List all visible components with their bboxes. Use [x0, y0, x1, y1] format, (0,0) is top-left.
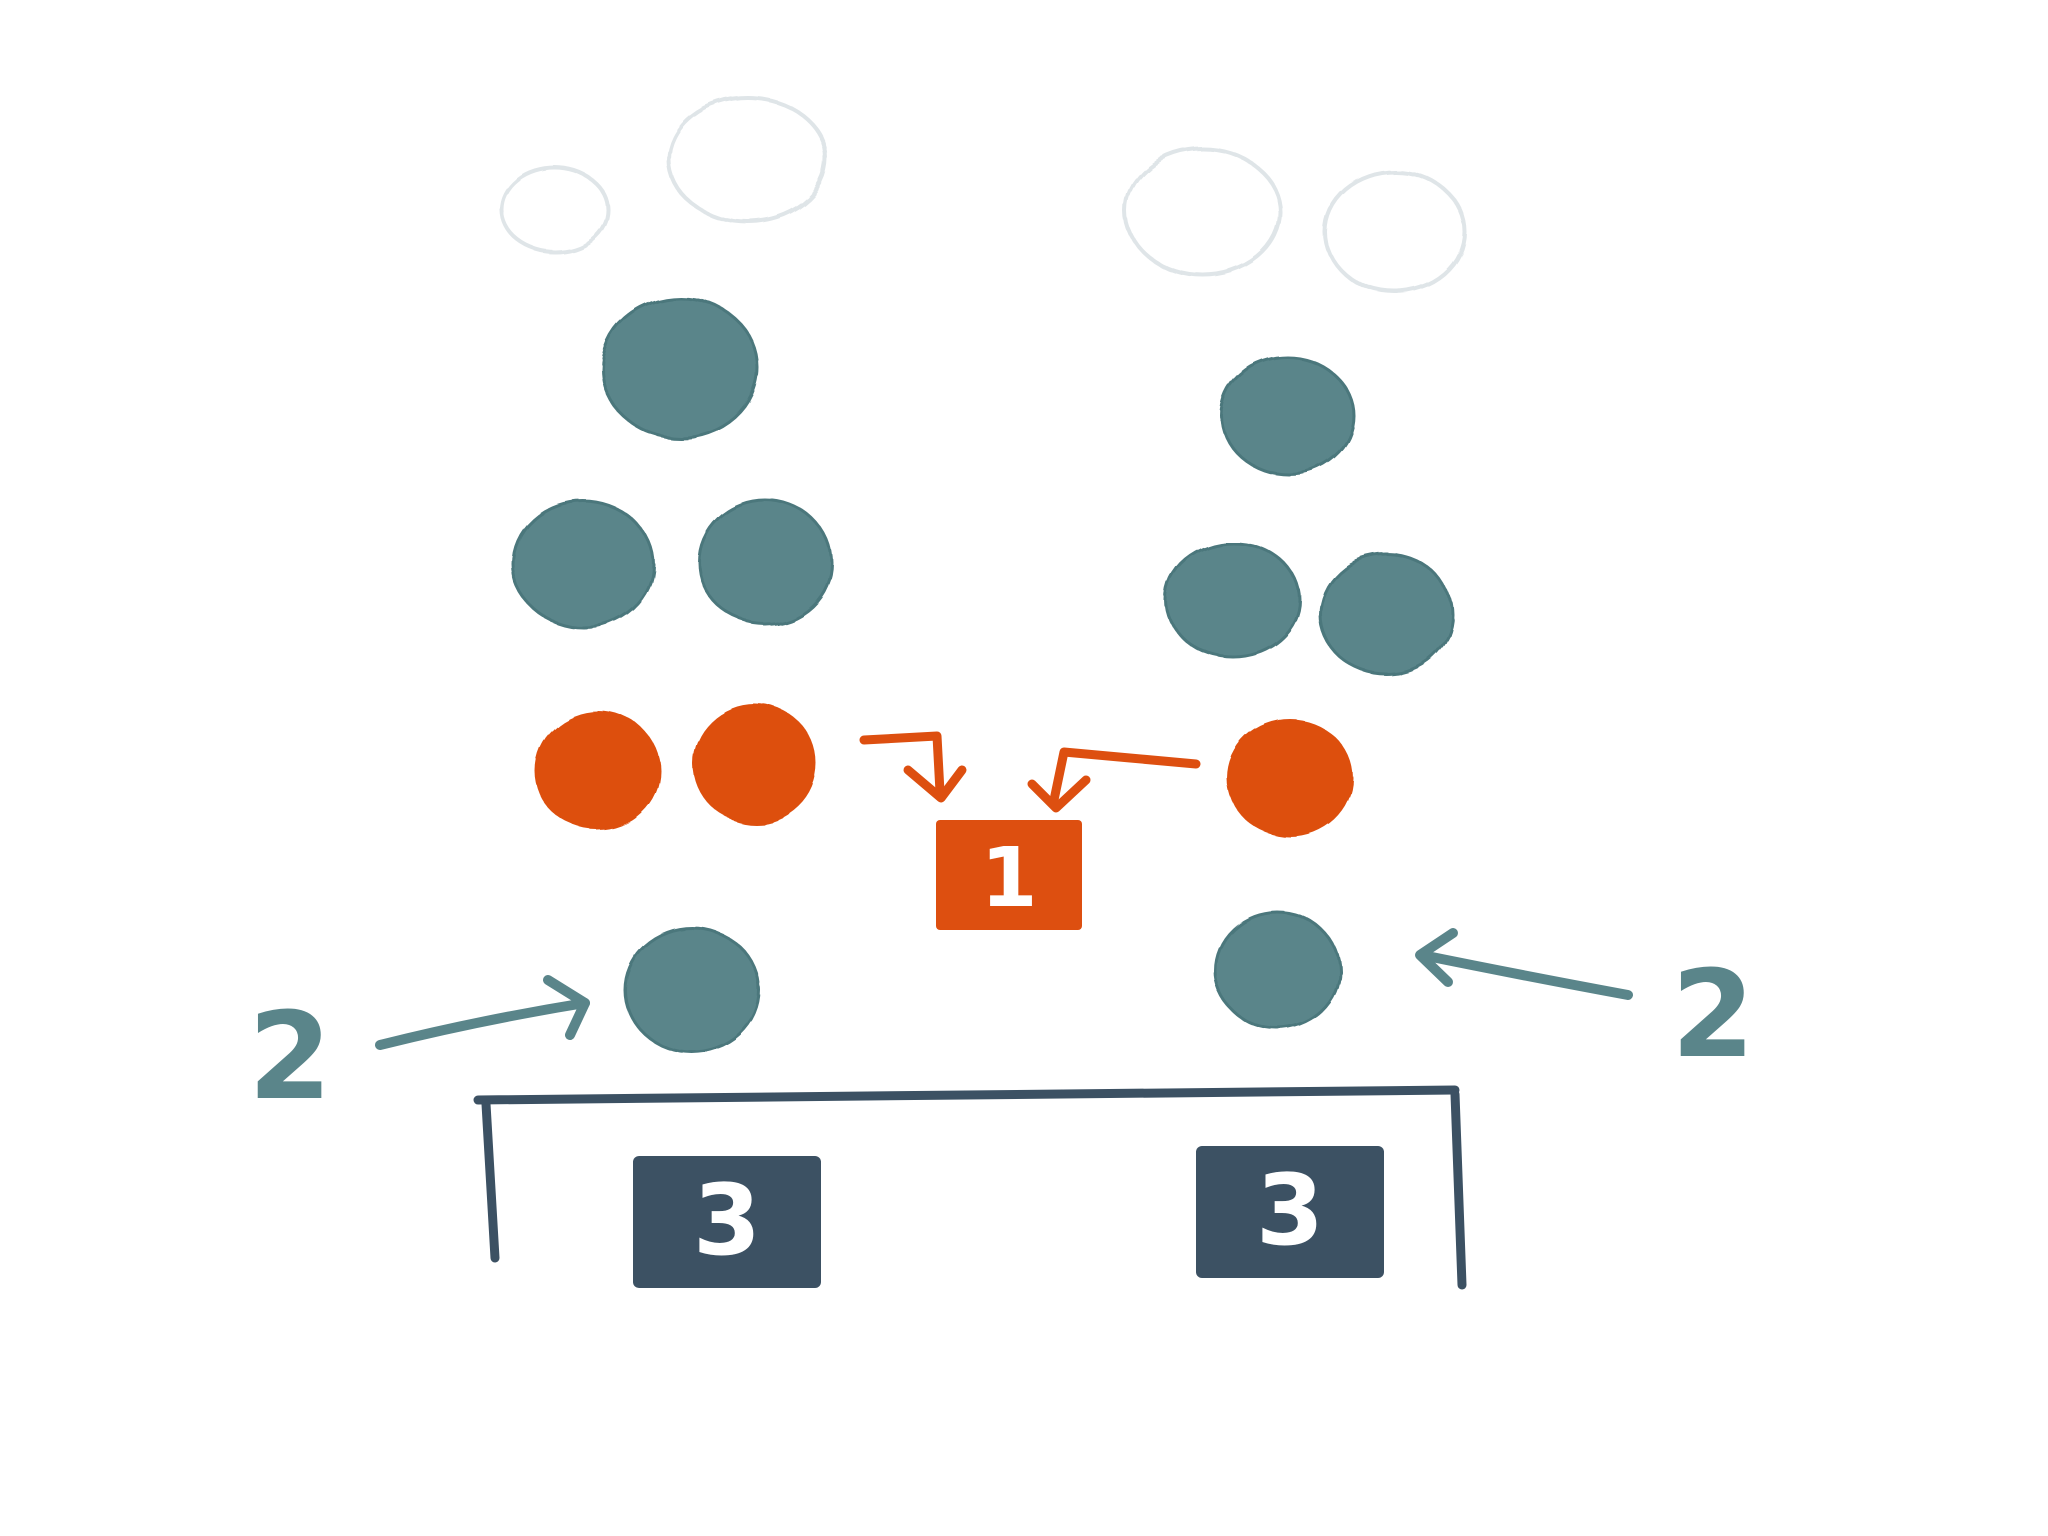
box-1-rect — [936, 820, 1082, 930]
orange-circle — [693, 704, 817, 824]
teal-circle — [1164, 541, 1302, 659]
arrow-right-to-box — [1049, 747, 1201, 805]
ghost-circle — [1124, 147, 1282, 277]
bracket — [473, 1085, 1467, 1290]
orange-arrows — [859, 731, 1201, 813]
box-3-left-rect — [633, 1156, 821, 1288]
ghost-circle — [1323, 170, 1467, 294]
ghost-circle — [500, 166, 610, 254]
ghost-circle — [667, 96, 829, 224]
arrow-left-to-box — [859, 731, 945, 797]
box-3-right-rect — [1196, 1146, 1384, 1278]
orange-circle — [534, 710, 660, 830]
box-3-left-label: 3 — [693, 1164, 761, 1278]
arrow-left-to-teal — [375, 998, 590, 1050]
teal-circle — [697, 498, 833, 626]
orange-circle — [1227, 719, 1353, 837]
box-3-right: 3 — [1196, 1146, 1384, 1278]
arrowhead-left-teal — [543, 975, 590, 1040]
teal-circle — [1213, 910, 1341, 1030]
teal-circle — [600, 296, 760, 440]
teal-circle — [511, 499, 655, 629]
teal-arrows — [375, 928, 1633, 1050]
box-1: 1 — [936, 820, 1082, 930]
bracket-line — [473, 1085, 1460, 1105]
arrow-label-left: 2 — [248, 988, 332, 1127]
orange-circles — [534, 704, 1353, 837]
arrow-right-to-teal — [1417, 950, 1633, 1000]
arrow-label-right: 2 — [1671, 946, 1755, 1085]
arrowhead-right — [1027, 775, 1091, 813]
arrowhead-left — [903, 765, 967, 803]
arrowhead-right-teal — [1415, 928, 1458, 987]
box-3-right-label: 3 — [1256, 1154, 1324, 1268]
teal-circle — [1220, 356, 1356, 476]
teal-circle — [623, 926, 761, 1054]
teal-circle — [1318, 552, 1454, 676]
bracket-right-leg — [1450, 1089, 1467, 1290]
bracket-left-leg — [481, 1099, 500, 1263]
ghost-circles — [500, 96, 1467, 294]
box-1-label: 1 — [980, 831, 1037, 926]
teal-circles — [511, 296, 1454, 1054]
box-3-left: 3 — [633, 1156, 821, 1288]
